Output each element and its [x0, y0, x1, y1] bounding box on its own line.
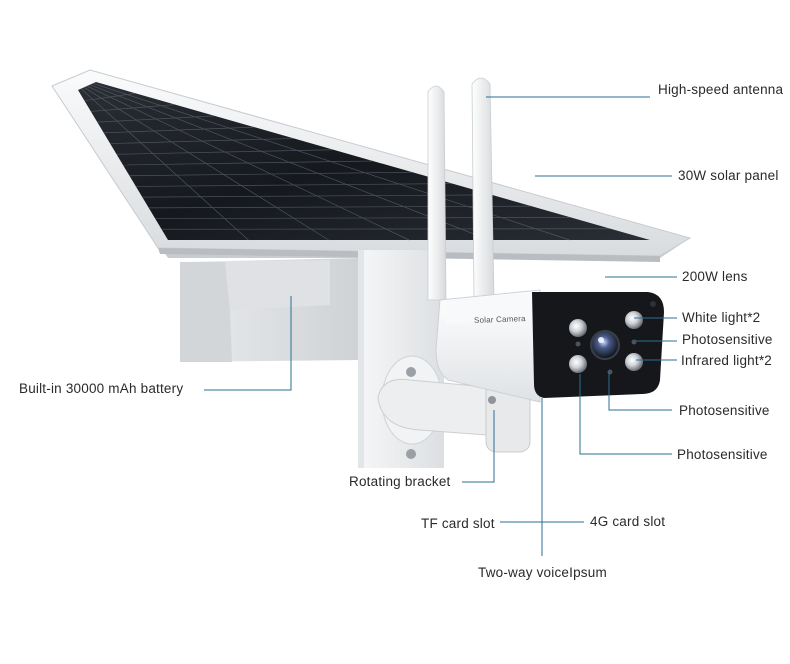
label-voice: Two-way voiceIpsum [478, 565, 607, 580]
panel-cell-line [80, 88, 249, 241]
label-photosensitive-1: Photosensitive [682, 332, 773, 347]
label-infrared-light: Infrared light*2 [681, 353, 773, 368]
label-white-light: White light*2 [682, 310, 761, 325]
battery-box [180, 258, 360, 362]
label-antenna: High-speed antenna [658, 82, 784, 97]
label-lens: 200W lens [682, 269, 748, 284]
label-sim-card: 4G card slot [590, 514, 666, 529]
camera-face [532, 292, 664, 398]
camera-body [435, 289, 541, 403]
label-battery: Built-in 30000 mAh battery [19, 381, 184, 396]
panel-cell-line [83, 87, 329, 241]
solar-panel [51, 69, 692, 262]
label-photosensitive-2: Photosensitive [679, 403, 770, 418]
callout-lines [204, 96, 677, 556]
camera-brand-text: Solar Camera [473, 314, 526, 325]
panel-cell-line [89, 84, 490, 241]
panel-cell-line [86, 85, 410, 241]
label-photosensitive-3: Photosensitive [677, 447, 768, 462]
antennas [427, 77, 495, 301]
rotating-bracket [377, 355, 531, 459]
label-bracket: Rotating bracket [349, 474, 451, 489]
label-tf-card: TF card slot [421, 516, 495, 531]
label-solar-panel: 30W solar panel [678, 168, 779, 183]
